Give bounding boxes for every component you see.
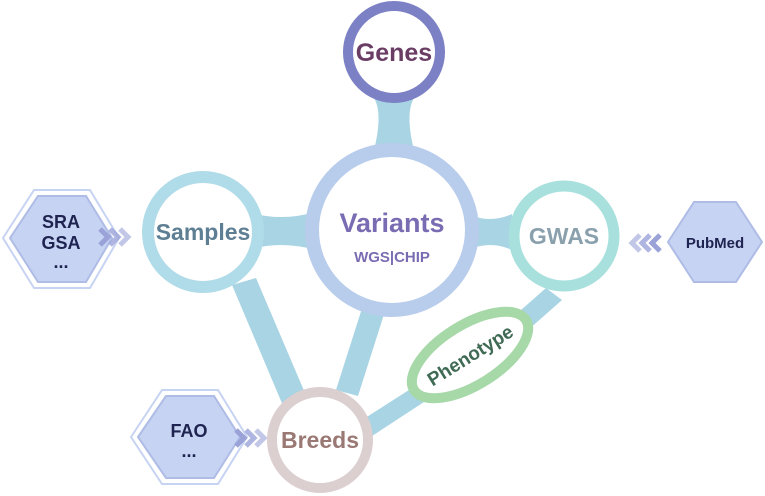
source-pubmed-text: PubMed bbox=[686, 235, 744, 252]
connector-variants-breeds bbox=[336, 302, 386, 396]
source-sra-text: SRA bbox=[42, 212, 80, 232]
node-variants[interactable]: Variants WGS|CHIP bbox=[305, 143, 479, 317]
chevron-right-icon bbox=[234, 428, 268, 448]
source-hexagon-fao[interactable]: FAO ... bbox=[129, 389, 249, 485]
node-samples[interactable]: Samples bbox=[142, 171, 264, 293]
source-fao-text: FAO bbox=[170, 421, 207, 441]
connector-samples-breeds bbox=[232, 278, 308, 408]
chevron-right-icon bbox=[98, 227, 132, 247]
node-gwas[interactable]: GWAS bbox=[508, 180, 620, 292]
node-gwas-label: GWAS bbox=[529, 223, 599, 249]
source-more-text: ... bbox=[53, 252, 68, 272]
connector-variants-gwas bbox=[468, 214, 512, 250]
node-samples-label: Samples bbox=[156, 219, 251, 245]
chevron-left-icon bbox=[628, 233, 662, 253]
node-breeds-label: Breeds bbox=[281, 427, 359, 453]
node-genes[interactable]: Genes bbox=[343, 1, 445, 103]
connectors bbox=[232, 95, 562, 436]
node-genes-label: Genes bbox=[356, 39, 432, 67]
source-hexagon-sra-gsa[interactable]: SRA GSA ... bbox=[1, 189, 121, 289]
node-phenotype[interactable]: Phenotype bbox=[398, 295, 542, 416]
source-hexagon-pubmed[interactable]: PubMed bbox=[666, 201, 764, 283]
connector-genes-variants bbox=[372, 95, 416, 150]
source-fao-more-text: ... bbox=[181, 441, 196, 461]
node-variants-sublabel: WGS|CHIP bbox=[354, 249, 430, 266]
connector-samples-variants bbox=[248, 212, 316, 250]
source-gsa-text: GSA bbox=[41, 233, 80, 253]
node-variants-label: Variants bbox=[339, 208, 444, 238]
node-breeds[interactable]: Breeds bbox=[267, 387, 373, 493]
connector-phenotype-breeds bbox=[362, 388, 424, 436]
